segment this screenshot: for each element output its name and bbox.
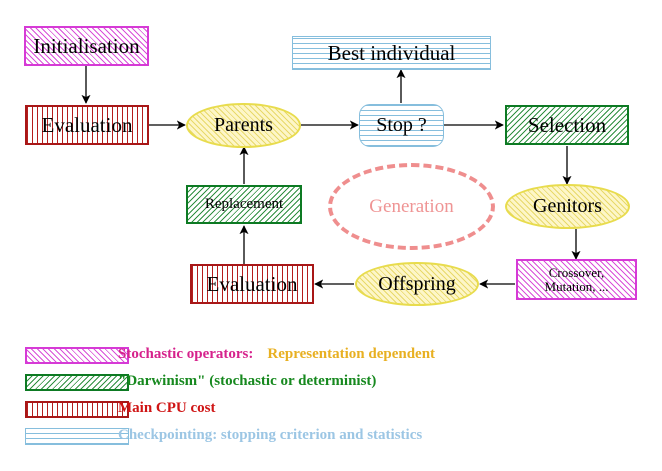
legend-swatch-darwinism [25,374,129,391]
node-replacement[interactable]: Replacement [186,185,302,224]
node-parents[interactable]: Parents [186,103,301,148]
legend-swatch-main-cpu-cost [25,401,129,418]
node-evaluation-bottom[interactable]: Evaluation [190,264,314,304]
node-stop[interactable]: Stop ? [359,104,444,147]
legend-label-darwinism: "Darwinism" (stochastic or determinist) [118,373,377,389]
node-crossover-mutation[interactable]: Crossover, Mutation, ... [516,259,637,300]
node-selection[interactable]: Selection [505,105,629,145]
node-evaluation-top[interactable]: Evaluation [25,105,149,145]
legend-swatch-stochastic-operators [25,347,129,364]
node-generation: Generation [328,163,495,250]
legend-label-stochastic-operators-text: Stochastic operators: [118,346,254,362]
node-best-individual[interactable]: Best individual [292,36,491,70]
legend-label-stochastic-operators: Stochastic operators: Representation depe… [118,346,435,363]
node-initialisation[interactable]: Initialisation [24,26,149,66]
legend-label-main-cpu-cost: Main CPU cost [118,400,216,416]
legend-label-checkpointing: Checkpointing: stopping criterion and st… [118,427,423,443]
node-genitors[interactable]: Genitors [505,184,630,229]
legend-label-representation-dependent: Representation dependent [267,346,436,362]
node-offspring[interactable]: Offspring [355,262,479,306]
legend-swatch-checkpointing [25,428,129,445]
